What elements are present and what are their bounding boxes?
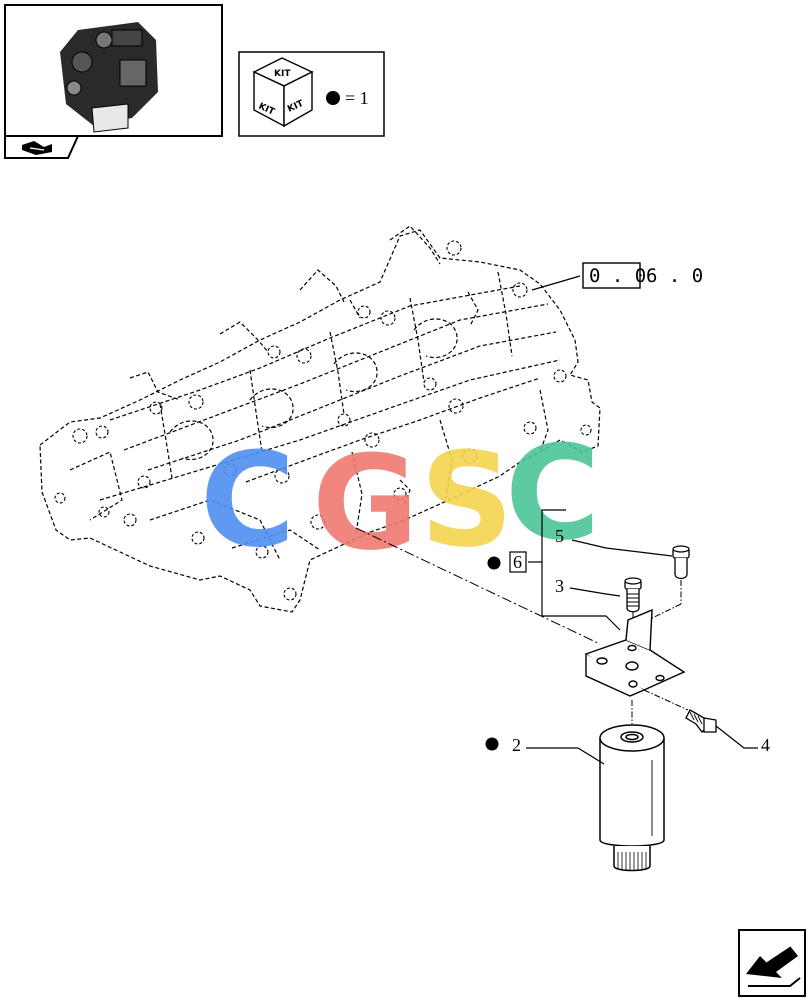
cylinder-head-drawing [39,225,601,613]
callout-4[interactable]: 4 [761,735,770,755]
callout-2-leader [526,747,605,765]
engine-icon [60,22,158,133]
book-icon [22,141,52,155]
arrow-down-left-icon [746,945,801,987]
filter-bracket[interactable] [584,608,686,697]
kit-cube-icon: KIT KIT KIT [252,57,314,128]
part-5-plug[interactable] [571,539,690,621]
watermark-letter-s: S [420,424,514,576]
watermark-letter-c2: C [505,417,600,569]
watermark-letter-g: G [312,427,419,579]
watermark-letter-c1: C [200,424,295,576]
part-2-filter-cartridge[interactable] [599,724,665,872]
kit-bullet [326,91,340,105]
callout-3-label: 3 [555,576,564,596]
callout-4-label: 4 [761,735,770,755]
callout-6-bracket [541,509,621,631]
callout-5-label: 5 [555,526,564,546]
callout-5[interactable]: 5 [555,526,564,546]
callout-6-kit-bullet [487,556,501,570]
watermark: C G S C [200,417,600,579]
axis-line [355,527,601,645]
callout-2[interactable]: 2 [485,735,522,755]
part-4-bolt[interactable] [643,689,758,749]
section-reference-boxed: 0 . 0 [589,265,646,287]
cylinder-head-holes [54,240,592,601]
kit-legend-text: = 1 [345,88,369,108]
section-reference-rest: 6 . 0 [646,265,703,287]
callout-6[interactable]: 6 [487,551,527,573]
next-page-button[interactable] [738,929,806,997]
callout-3[interactable]: 3 [555,576,564,596]
kit-legend-box: KIT KIT KIT = 1 [238,51,385,137]
callout-2-kit-bullet [485,737,499,751]
kit-top-label: KIT [274,69,291,79]
engine-thumbnail[interactable] [4,4,223,159]
callout-6-label: 6 [513,552,522,572]
callout-2-label: 2 [512,735,521,755]
section-reference[interactable]: 0 . 0 6 . 0 [531,262,703,291]
